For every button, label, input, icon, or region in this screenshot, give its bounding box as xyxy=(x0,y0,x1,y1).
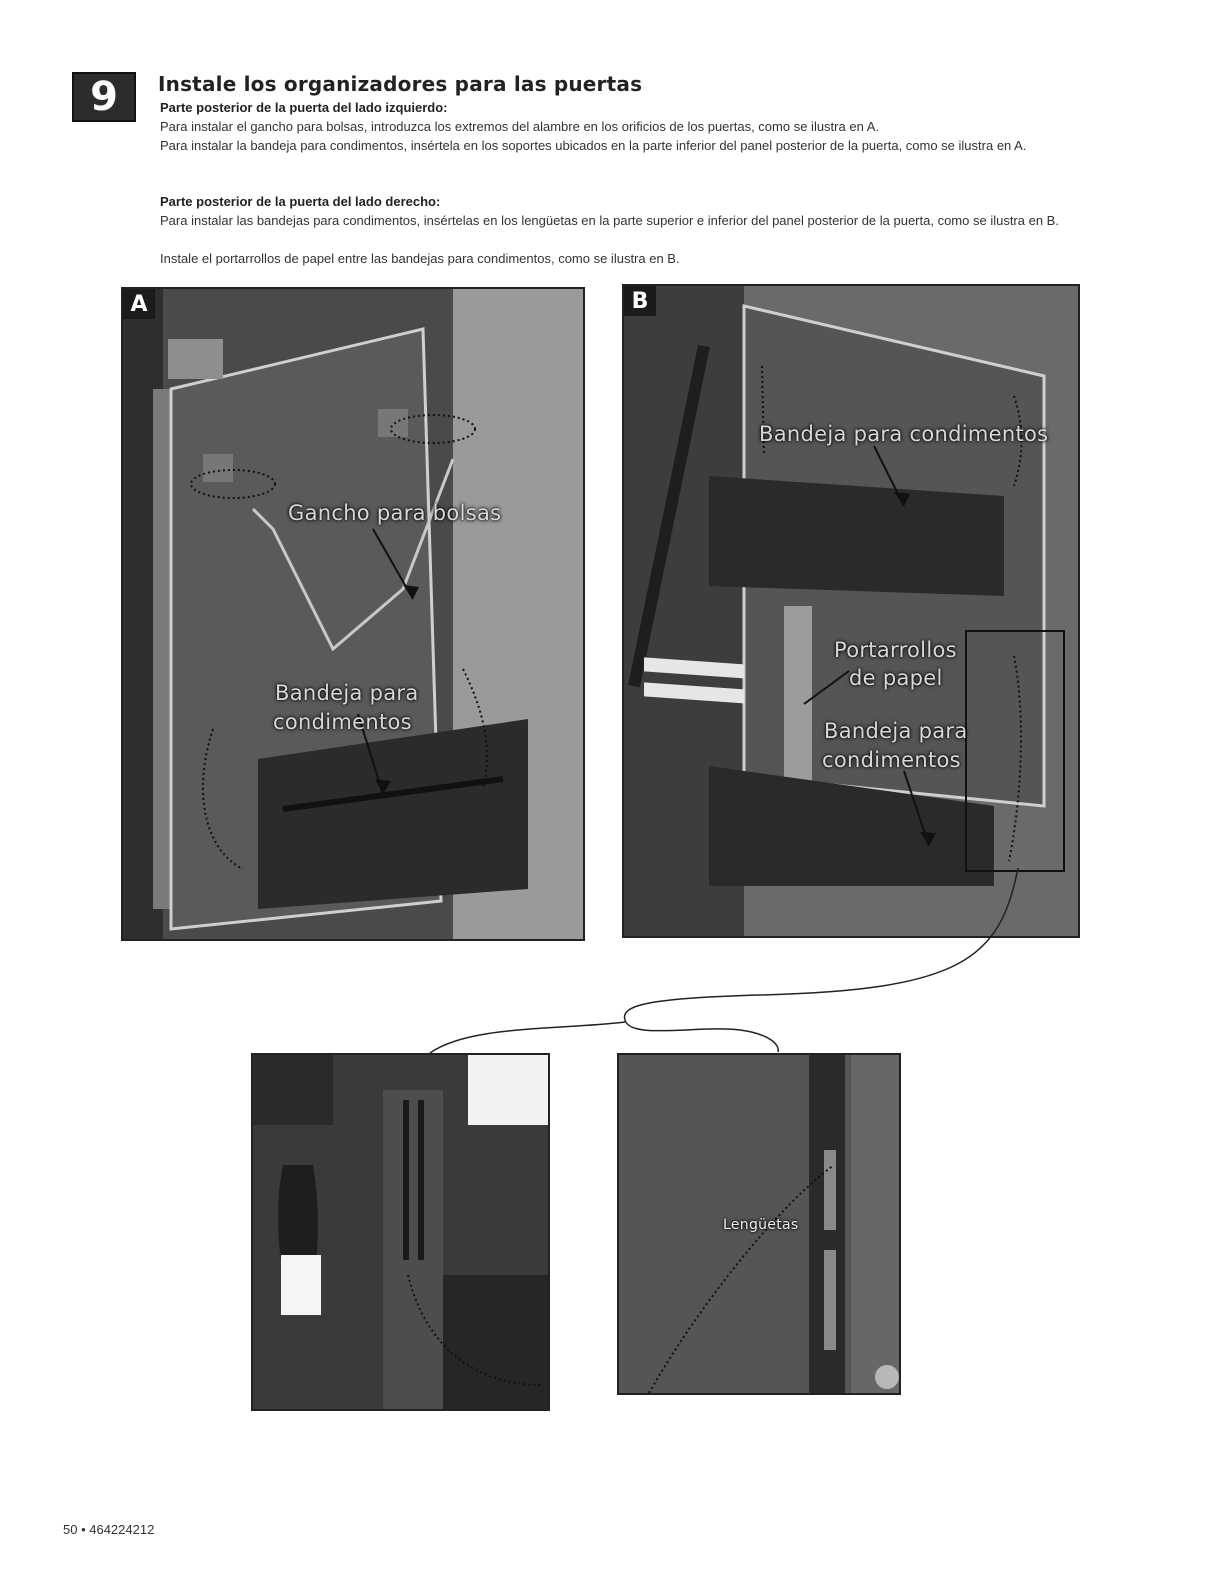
detail-tabs-drawing xyxy=(619,1055,899,1393)
figure-b: B Bandeja para condimentos Portarrollos … xyxy=(622,284,1080,938)
figure-a-drawing xyxy=(123,289,583,939)
left-door-line1: Para instalar el gancho para bolsas, int… xyxy=(160,119,879,134)
step-number: 9 xyxy=(90,74,118,120)
label-tray-a-line2: condimentos xyxy=(273,710,412,734)
label-holder-line1: Portarrollos xyxy=(834,638,957,662)
step-number-badge: 9 xyxy=(72,72,136,122)
left-door-heading: Parte posterior de la puerta del lado iz… xyxy=(160,100,448,115)
label-tray-b-bottom-line2: condimentos xyxy=(822,748,961,772)
figure-a-letter: A xyxy=(123,289,155,319)
page-footer: 50 • 464224212 xyxy=(63,1522,155,1537)
right-door-heading: Parte posterior de la puerta del lado de… xyxy=(160,194,441,209)
page-title: Instale los organizadores para las puert… xyxy=(158,72,643,96)
label-bag-hook: Gancho para bolsas xyxy=(288,501,502,525)
detail-tray-drawing xyxy=(253,1055,548,1409)
label-tabs: Lengüetas xyxy=(723,1217,799,1233)
right-door-line2: Instale el portarrollos de papel entre l… xyxy=(160,251,680,266)
label-holder-line2: de papel xyxy=(849,666,943,690)
label-tray-a-line1: Bandeja para xyxy=(275,681,419,705)
figure-b-drawing xyxy=(624,286,1078,936)
label-tray-b-top: Bandeja para condimentos xyxy=(759,422,1049,446)
detail-tray-closeup xyxy=(251,1053,550,1411)
left-door-line2: Para instalar la bandeja para condimento… xyxy=(160,138,1027,153)
label-tray-b-bottom-line1: Bandeja para xyxy=(824,719,968,743)
detail-tabs-closeup: Lengüetas xyxy=(617,1053,901,1395)
figure-b-letter: B xyxy=(624,286,656,316)
figure-a: A Gancho para bolsas Bandeja para condim… xyxy=(121,287,585,941)
right-door-line1: Para instalar las bandejas para condimen… xyxy=(160,213,1059,228)
